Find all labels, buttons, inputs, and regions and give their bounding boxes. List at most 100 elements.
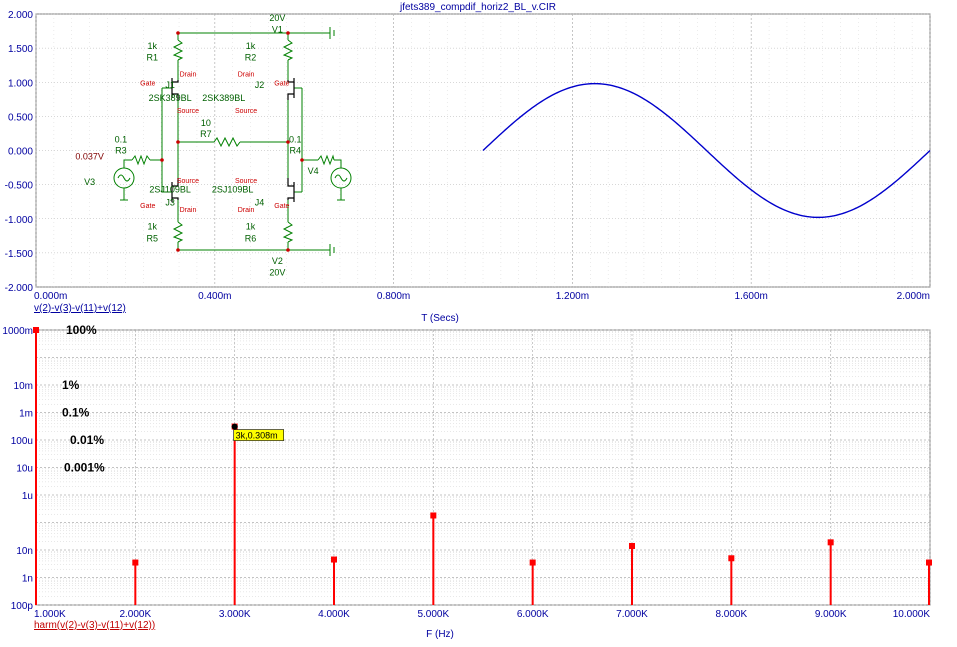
transient-trace[interactable]	[482, 82, 931, 219]
schematic-label: J3	[165, 197, 175, 207]
spectrum-x-axis-label: F (Hz)	[426, 629, 454, 640]
harmonic-marker[interactable]	[331, 556, 337, 563]
transient-x-tick-label: 0.800m	[377, 291, 410, 302]
schematic-pin-label: Gate	[274, 203, 289, 210]
harmonic-marker[interactable]	[728, 555, 735, 562]
spectrum-y-tick-label: 1m	[19, 409, 33, 420]
schematic-label: 2SJ109BL	[212, 184, 254, 194]
harmonic-marker[interactable]	[33, 327, 39, 333]
transient-x-tick-label: 2.000m	[897, 291, 930, 302]
harmonic-marker[interactable]	[430, 512, 437, 519]
schematic-pin-label: Drain	[238, 71, 255, 78]
schematic-label: 10	[201, 118, 211, 128]
transient-y-tick-label: 1.500	[8, 44, 33, 55]
schematic-label: R5	[146, 234, 158, 244]
schematic-label: V2	[272, 256, 283, 266]
transient-trace-label[interactable]: v(2)-v(3)-v(11)+v(12)	[34, 303, 126, 314]
schematic-pin-label: Drain	[180, 71, 197, 78]
spectrum-x-tick-label: 1.000K	[34, 609, 66, 620]
schematic-label: R4	[290, 146, 302, 156]
spectrum-x-tick-label: 5.000K	[417, 609, 449, 620]
transient-y-tick-label: -0.500	[5, 181, 34, 192]
schematic-label: R7	[200, 129, 212, 139]
circuit-schematic[interactable]: 20VV11kR11kR2J12SK389BLJ22SK389BL10R70.1…	[75, 13, 352, 278]
cursor-readout-text: 3k,0.308m	[236, 431, 278, 441]
schematic-pin-label: Source	[235, 178, 257, 185]
spectrum-x-ticks: 1.000K 2.000K 3.000K 4.000K 5.000K 6.000K 7.00…	[34, 609, 930, 620]
schematic-label: 2SJ109BL	[149, 184, 191, 194]
harmonic-marker[interactable]	[132, 559, 139, 566]
schematic-label: J1	[165, 80, 175, 90]
schematic-pin-label: Source	[235, 108, 257, 115]
harmonic-marker[interactable]	[629, 542, 635, 549]
transient-plot[interactable]: 2.0001.5001.0000.5000.000-0.500-1.000-1.…	[5, 2, 931, 324]
spectrum-y-tick-label: 1u	[22, 491, 33, 502]
schematic-label: 1k	[246, 221, 256, 231]
transient-y-tick-label: -1.000	[5, 215, 34, 226]
schematic-label: V3	[84, 177, 95, 187]
harmonic-marker[interactable]	[529, 559, 536, 566]
transient-x-tick-label: 1.600m	[735, 291, 768, 302]
schematic-label: 0.1	[289, 135, 302, 145]
transient-y-tick-label: 1.000	[8, 78, 33, 89]
schematic-wires	[123, 32, 342, 251]
spectrum-x-tick-label: 4.000K	[318, 609, 350, 620]
schematic-pin-label: Gate	[274, 80, 289, 87]
schematic-label: J4	[255, 197, 265, 207]
transient-x-tick-label: 0.000m	[34, 291, 67, 302]
schematic-pin-label: Source	[177, 108, 199, 115]
spectrum-x-tick-label: 9.000K	[815, 609, 847, 620]
cursor-annotation[interactable]: 3k,0.308m	[231, 423, 284, 441]
harmonic-marker[interactable]	[827, 539, 834, 546]
spectrum-x-tick-label: 10.000K	[893, 609, 931, 620]
spectrum-plot-frame	[35, 329, 931, 606]
schematic-jfets	[171, 78, 295, 202]
schematic-label: 2SK389BL	[202, 93, 245, 103]
schematic-pin-label: Gate	[140, 203, 155, 210]
spectrum-x-tick-label: 7.000K	[616, 609, 648, 620]
transient-y-tick-label: -1.500	[5, 249, 34, 260]
harmonic-marker[interactable]	[926, 559, 932, 566]
schematic-label: 20V	[269, 268, 285, 278]
spectrum-trace-label[interactable]: harm(v(2)-v(3)-v(11)+v(12))	[34, 620, 155, 631]
spectrum-y-tick-label: 1n	[22, 574, 33, 585]
schematic-label: 1k	[147, 41, 157, 51]
schematic-pin-label: Drain	[238, 207, 255, 214]
schematic-pin-label: Gate	[140, 80, 155, 87]
spectrum-y-tick-label: 10n	[16, 546, 33, 557]
percent-label: 0.001%	[64, 461, 105, 475]
cursor-readout-box	[233, 429, 284, 441]
spectrum-y-tick-label: 10u	[16, 464, 33, 475]
spectrum-grid	[35, 329, 931, 606]
schematic-label: V1	[272, 25, 283, 35]
spectrum-y-tick-label: 10m	[14, 381, 33, 392]
spectrum-x-tick-label: 3.000K	[219, 609, 251, 620]
transient-y-tick-label: -2.000	[5, 283, 34, 294]
transient-y-tick-label: 0.000	[8, 147, 33, 158]
schematic-label: 0.1	[115, 135, 128, 145]
schematic-label: R3	[115, 146, 127, 156]
schematic-label: J2	[255, 80, 265, 90]
schematic-label: 20V	[269, 13, 285, 23]
transient-x-axis-label: T (Secs)	[421, 313, 459, 324]
schematic-label: R1	[146, 53, 158, 63]
percent-label: 0.1%	[62, 406, 90, 420]
spectrum-x-tick-label: 6.000K	[517, 609, 549, 620]
spectrum-y-tick-label: 1000m	[2, 326, 33, 337]
spectrum-x-tick-label: 2.000K	[119, 609, 151, 620]
spectrum-y-tick-label: 100u	[11, 436, 33, 447]
transient-plot-title: jfets389_compdif_horiz2_BL_v.CIR	[399, 2, 556, 13]
cursor-point	[231, 423, 238, 430]
transient-x-tick-label: 1.200m	[556, 291, 589, 302]
spectrum-x-tick-label: 8.000K	[715, 609, 747, 620]
schematic-components	[113, 27, 352, 256]
schematic-label: 1k	[147, 221, 157, 231]
schematic-label: R6	[245, 234, 257, 244]
schematic-label: R2	[245, 53, 257, 63]
spectrum-bars[interactable]	[33, 327, 932, 605]
percent-label: 100%	[66, 323, 97, 337]
